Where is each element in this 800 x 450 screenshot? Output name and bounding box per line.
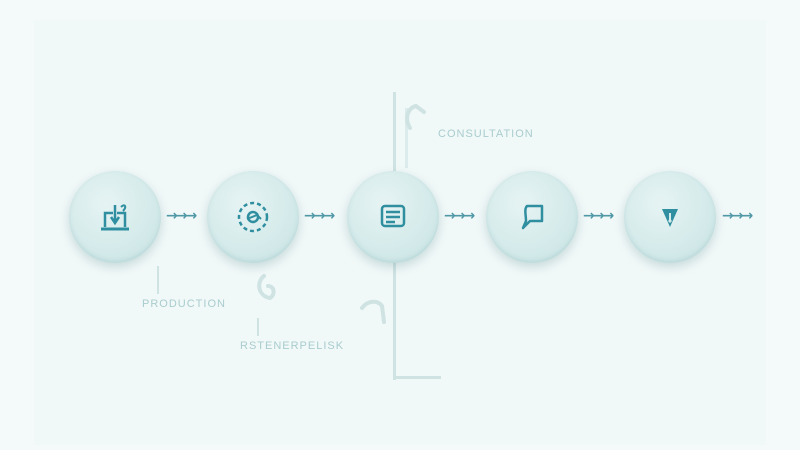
document-icon xyxy=(380,204,406,228)
step-node-4 xyxy=(486,171,578,263)
bottom-label: RSTENERPELISK xyxy=(240,340,345,352)
bottom-hook-icon xyxy=(360,299,386,324)
bottom-stem-line xyxy=(257,318,259,336)
production-stem-line xyxy=(157,266,159,294)
flow-arrow-3: →→→ xyxy=(444,208,475,224)
pen-nib-icon xyxy=(662,209,678,227)
flow-arrow-4: →→→ xyxy=(583,208,614,224)
step-node-1 xyxy=(69,171,161,263)
step-node-2 xyxy=(207,171,299,263)
production-label: PRODUCTION xyxy=(142,298,226,310)
consultation-stem-line xyxy=(405,108,408,168)
flow-arrow-5: →→→ xyxy=(722,208,753,224)
flow-arrow-1: →→→ xyxy=(166,208,197,224)
consultation-hook-icon xyxy=(405,103,426,130)
dashed-circle-hand-icon xyxy=(237,201,269,233)
consultation-label: CONSULTATION xyxy=(438,128,534,140)
chat-bubble-icon xyxy=(521,204,544,230)
bottom-bracket-line xyxy=(393,376,441,379)
step-node-3 xyxy=(347,171,439,263)
production-hook-icon xyxy=(257,274,276,301)
laptop-upload-icon xyxy=(101,204,129,231)
step-node-5 xyxy=(624,171,716,263)
flow-arrow-2: →→→ xyxy=(304,208,335,224)
